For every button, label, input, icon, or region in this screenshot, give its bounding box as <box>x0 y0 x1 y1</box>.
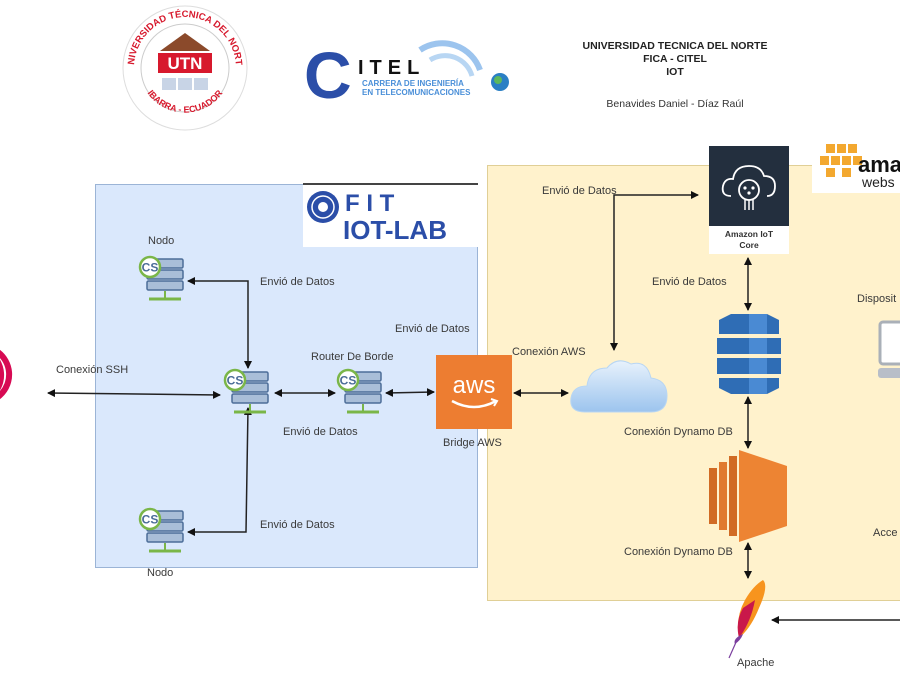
fit-iot-lab-logo: F I T IOT-LAB <box>303 183 478 247</box>
edge-label-envio-top: Envió de Datos <box>260 276 335 288</box>
edge-label-envio-bottom: Envió de Datos <box>260 519 335 531</box>
aws-web-services-logo: ama webs <box>812 140 900 193</box>
edge-label-conexion-aws: Conexión AWS <box>512 346 586 358</box>
edge-label-envio-cloud: Envió de Datos <box>542 185 617 197</box>
edge-label-ssh: Conexión SSH <box>56 364 129 376</box>
svg-text:CS: CS <box>227 374 244 388</box>
iot-core-icon <box>709 146 789 226</box>
apache-label: Apache <box>737 657 775 669</box>
edge-gateway-to-nodo-top <box>187 277 252 369</box>
svg-text:CS: CS <box>142 261 159 275</box>
bridge-aws-label: Bridge AWS <box>443 437 502 449</box>
fit-iot-lab-zone <box>95 184 478 568</box>
gateway-server-icon[interactable]: CS <box>222 368 272 418</box>
router-label: Router De Borde <box>311 351 394 363</box>
header-line-faculty: FICA - CITEL <box>643 53 707 65</box>
iot-core-label-1: Amazon IoT <box>724 229 774 239</box>
ec2-icon[interactable] <box>709 448 789 544</box>
svg-text:ITEL: ITEL <box>358 57 425 79</box>
edge-gateway-to-nodo-bottom <box>187 407 252 536</box>
edge-label-envio-router: Envió de Datos <box>395 323 470 335</box>
utn-logo-text: UTN <box>168 54 203 73</box>
utn-logo: UTN UNIVERSIDAD TÉCNICA DEL NORTE IBARRA… <box>117 0 250 133</box>
edge-label-envio-mid: Envió de Datos <box>283 426 358 438</box>
nodo-bottom-server-icon[interactable]: CS <box>137 507 187 557</box>
aws-web-logo-line2: webs <box>861 174 895 190</box>
fit-logo-line2: IOT-LAB <box>343 215 447 245</box>
dynamodb-icon[interactable] <box>711 312 787 396</box>
laptop-icon[interactable] <box>878 318 900 386</box>
citel-subtitle-2: EN TELECOMUNICACIONES <box>362 88 471 97</box>
edge-label-dynamo-1: Conexión Dynamo DB <box>624 426 733 438</box>
nodo-bottom-label: Nodo <box>147 567 174 579</box>
header-title-block: UNIVERSIDAD TECNICA DEL NORTE FICA - CIT… <box>560 40 790 79</box>
aws-logo-text: aws <box>453 372 496 399</box>
edge-cloud-to-iot-core <box>610 191 699 351</box>
fit-logo-line1: F I T <box>345 190 395 217</box>
iot-core-label-2: Core <box>739 240 759 250</box>
svg-text:C: C <box>304 38 352 110</box>
authors: Benavides Daniel - Díaz Raúl <box>606 98 744 110</box>
nodo-top-label: Nodo <box>148 235 175 247</box>
svg-text:CS: CS <box>340 374 357 388</box>
debian-logo <box>0 340 24 410</box>
bridge-aws-icon[interactable]: aws <box>436 355 512 429</box>
edge-router-to-bridge <box>385 388 435 397</box>
edge-label-envio-iot: Envió de Datos <box>652 276 727 288</box>
amazon-iot-core[interactable]: Amazon IoT Core <box>709 146 789 254</box>
nodo-top-server-icon[interactable]: CS <box>137 255 187 305</box>
header-line-university: UNIVERSIDAD TECNICA DEL NORTE <box>582 40 768 52</box>
header-line-course: IOT <box>666 66 684 78</box>
router-server-icon[interactable]: CS <box>335 368 385 418</box>
edge-ssh <box>47 389 221 399</box>
edge-label-dynamo-2: Conexión Dynamo DB <box>624 546 733 558</box>
citel-logo: C ITEL CARRERA DE INGENIERÍA EN TELECOMU… <box>300 30 520 112</box>
aws-web-logo-line1: ama <box>858 152 900 177</box>
citel-subtitle-1: CARRERA DE INGENIERÍA <box>362 79 464 88</box>
svg-text:CS: CS <box>142 513 159 527</box>
access-label: Acce <box>873 527 898 539</box>
device-label: Disposit <box>857 293 897 305</box>
apache-feather-icon[interactable] <box>725 578 770 660</box>
cloud-icon[interactable] <box>567 352 671 418</box>
